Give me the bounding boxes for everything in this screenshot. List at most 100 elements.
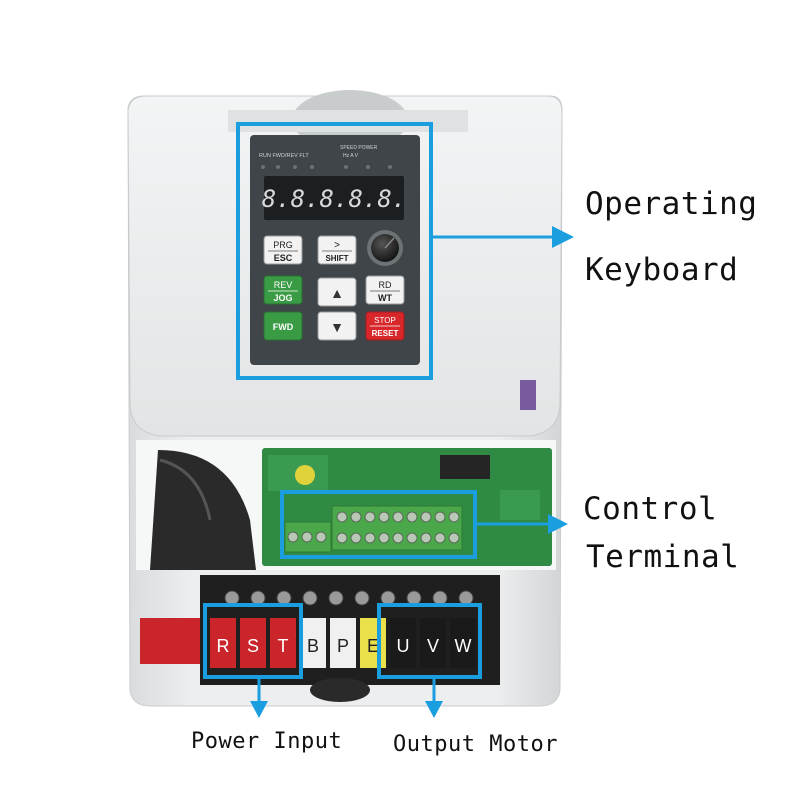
terminal-screw [378, 511, 390, 523]
rev-jog-button[interactable]: REV JOG [263, 275, 303, 305]
keypad-panel: RUN FWD/REV FLT SPEED POWER Hz A V 8.8.8… [250, 135, 420, 365]
terminal-screw [378, 532, 390, 544]
terminal-screw [392, 532, 404, 544]
power-terminal-screw [354, 590, 370, 606]
led-display [264, 176, 404, 220]
lower-interior [136, 380, 556, 570]
shift-label: SHIFT [325, 254, 348, 263]
output-motor-label: Output Motor [393, 732, 558, 757]
rd-wt-button[interactable]: RD WT [365, 275, 405, 305]
stop-label: STOP [374, 316, 396, 325]
terminal-letter-r: R [217, 636, 230, 656]
shift-arrow-label: > [334, 240, 340, 251]
terminal-tile [270, 618, 296, 668]
prg-label: PRG [273, 240, 293, 250]
power-terminal-screw [432, 590, 448, 606]
cooling-fan [150, 450, 256, 570]
terminal-screw [350, 511, 362, 523]
fwd-button[interactable]: FWD [263, 311, 303, 341]
stop-reset-button[interactable]: STOP RESET [365, 311, 405, 341]
led-indicator-labels: RUN FWD/REV FLT [259, 153, 309, 159]
terminal-tile [390, 618, 416, 668]
power-terminal-screw [224, 590, 240, 606]
terminal-letter-u: U [397, 636, 410, 656]
reset-label: RESET [372, 329, 399, 338]
terminal-screw [350, 532, 362, 544]
terminal-screw [420, 532, 432, 544]
status-leds [261, 165, 392, 169]
output-motor-highlight-box [377, 603, 482, 679]
wt-label: WT [378, 293, 392, 303]
cable-grommet [310, 678, 370, 702]
down-arrow-icon: ▼ [330, 319, 344, 335]
up-button[interactable]: ▲ [317, 277, 357, 307]
terminal-screw [434, 532, 446, 544]
terminal-screw [392, 511, 404, 523]
display-digits: 8.8.8.8.8. [262, 185, 407, 213]
power-terminal-screw [458, 590, 474, 606]
terminal-letter-w: W [455, 636, 472, 656]
terminal-letter-e: E [367, 636, 379, 656]
terminal-tile [240, 618, 266, 668]
control-terminal-screws-upper [336, 511, 460, 523]
pcb-capacitor [295, 465, 315, 485]
terminal-letter-t: T [278, 636, 289, 656]
terminal-screw [336, 532, 348, 544]
unit-labels: Hz A V [343, 153, 359, 159]
power-terminal-screw [380, 590, 396, 606]
prg-esc-button[interactable]: PRG ESC [263, 235, 303, 265]
terminal-screw [406, 532, 418, 544]
power-terminal-screw [250, 590, 266, 606]
rd-label: RD [379, 280, 392, 290]
keyboard-highlight-box [236, 122, 433, 380]
terminal-screw [364, 532, 376, 544]
terminal-tile [450, 618, 476, 668]
fwd-label: FWD [273, 322, 294, 332]
terminal-screw [406, 511, 418, 523]
terminal-tile [300, 618, 326, 668]
power-input-label: Power Input [191, 729, 343, 754]
down-button[interactable]: ▼ [317, 311, 357, 341]
power-terminal-screw [406, 590, 422, 606]
terminal-screw [448, 511, 460, 523]
terminal-screw [448, 532, 460, 544]
terminal-screw [315, 531, 327, 543]
shift-button[interactable]: > SHIFT [317, 235, 357, 265]
terminal-screw [287, 531, 299, 543]
terminal-screw [364, 511, 376, 523]
terminal-tile [360, 618, 386, 668]
esc-label: ESC [274, 253, 293, 263]
control-terminal-label-line1: Control [583, 491, 718, 527]
terminal-tile [210, 618, 236, 668]
up-arrow-icon: ▲ [330, 285, 344, 301]
operating-keyboard-label-line2: Keyboard [585, 252, 739, 288]
power-terminal-screw [328, 590, 344, 606]
jog-label: JOG [273, 293, 292, 303]
power-terminal-screw [276, 590, 292, 606]
power-input-highlight-box [203, 603, 303, 679]
terminal-screw [434, 511, 446, 523]
power-terminal-screws [224, 590, 474, 606]
control-terminal-arrowhead [548, 514, 568, 534]
terminal-letter-s: S [247, 636, 259, 656]
power-input-arrowhead [250, 701, 268, 718]
keyboard-arrowhead [552, 226, 574, 248]
control-terminal-screws-lower [287, 531, 460, 544]
control-terminal-label-line2: Terminal [586, 539, 740, 575]
operating-keyboard-label-line1: Operating [585, 186, 758, 222]
terminal-letter-p: P [337, 636, 349, 656]
terminal-tile [420, 618, 446, 668]
power-terminal-screw [302, 590, 318, 606]
terminal-screw [420, 511, 432, 523]
output-motor-arrowhead [425, 701, 443, 718]
terminal-letter-b: B [307, 636, 319, 656]
led-indicator-labels-right: SPEED POWER [340, 145, 378, 151]
speed-knob[interactable] [367, 230, 403, 266]
terminal-screw [301, 531, 313, 543]
terminal-letter-v: V [427, 636, 439, 656]
terminal-screw [336, 511, 348, 523]
rev-label: REV [274, 280, 293, 290]
red-side-strip [140, 618, 200, 664]
